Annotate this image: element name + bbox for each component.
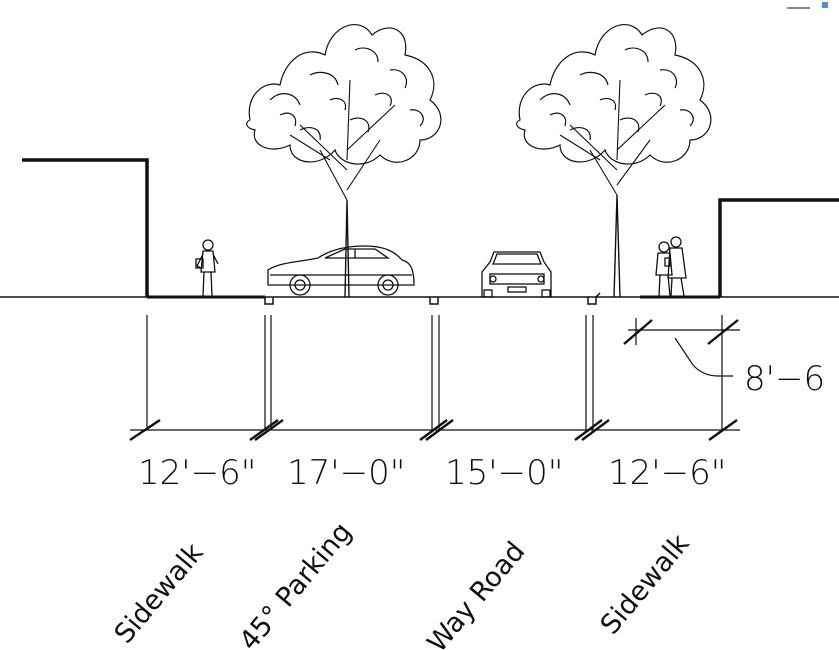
car-side-icon — [267, 245, 415, 296]
setback-dimension — [623, 319, 740, 377]
curb-left — [264, 297, 274, 305]
dimension-label: 12'−6" — [138, 453, 256, 493]
setback-label: 8'−6 — [744, 359, 825, 399]
tree-icon — [516, 24, 712, 298]
curb-right — [587, 292, 601, 305]
zone-label: 45° Parking — [234, 517, 358, 650]
curb-middle — [429, 297, 439, 305]
corner-mark — [787, 2, 828, 9]
pedestrian-icon — [195, 239, 219, 297]
couple-walking-icon — [655, 236, 687, 297]
dimension-label: 12'−6" — [608, 453, 726, 493]
zone-label: Sidewalk — [595, 528, 696, 640]
dimension-label: 15'−0" — [445, 453, 563, 493]
dimension-label: 17'−0" — [287, 453, 405, 493]
right-building-outline — [718, 198, 839, 297]
car-front-icon — [481, 251, 552, 298]
zone-label: Way Road — [422, 536, 532, 650]
dimension-line — [129, 419, 740, 441]
tree-icon — [246, 24, 442, 298]
dimension-extension-lines — [146, 315, 723, 430]
zone-label: Sidewalk — [109, 537, 210, 649]
left-building-outline — [22, 158, 149, 297]
